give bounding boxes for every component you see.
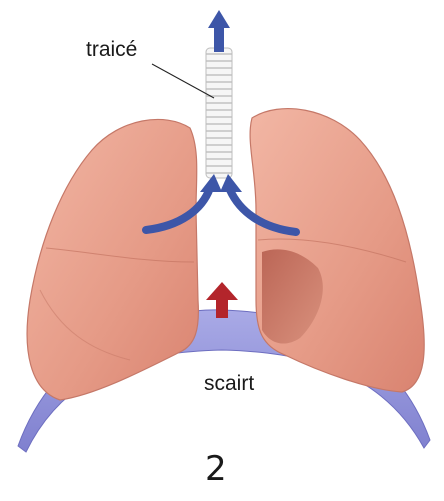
up-arrow-icon: [208, 10, 230, 52]
trachea-tube: [206, 48, 232, 178]
trachea-leader-line: [152, 64, 214, 98]
left-lung: [27, 119, 198, 400]
diaphragm-label: scairt: [204, 372, 254, 396]
trachea-label: traicé: [86, 38, 137, 62]
panel-number: 2: [205, 449, 227, 489]
